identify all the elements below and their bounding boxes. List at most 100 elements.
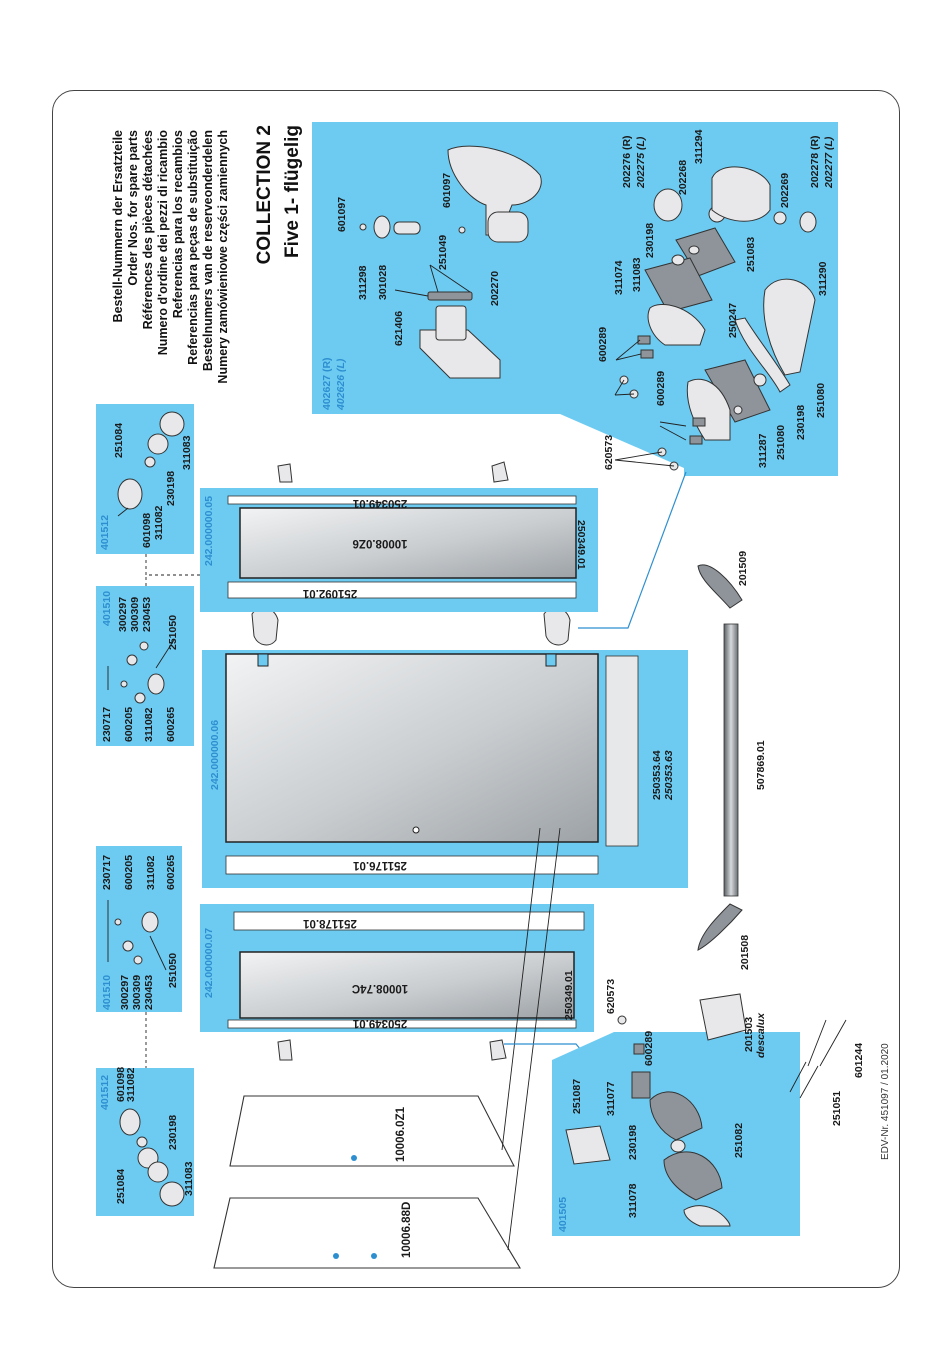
- label-601097-b: 601097: [441, 173, 453, 208]
- panel-06-code: 242.000000.06: [209, 720, 221, 790]
- wall-clips: [251, 461, 571, 1061]
- kit-401512-top-label-0: 251084: [113, 423, 125, 458]
- panel-06-seal: 251176.01: [353, 859, 407, 871]
- kit-401512-top-code: 401512: [99, 515, 111, 550]
- kit-401510-top-label-6: 311082: [143, 707, 155, 742]
- label-202277: 202277 (L): [823, 136, 835, 189]
- kit-401510-mid-label-1: 600205: [123, 855, 135, 890]
- panel-05-glass-label: 10008.0Z6: [353, 537, 408, 549]
- rail-label: 507869.01: [755, 740, 767, 790]
- end-cap-left: [697, 903, 743, 951]
- label-301028: 301028: [377, 265, 389, 300]
- kit-401512-bottom-code: 401512: [99, 1075, 111, 1110]
- kit-401510-mid-label-2: 311082: [145, 855, 157, 890]
- panel-05-seal-top: 250349.01: [352, 497, 407, 509]
- label-251080-a: 251080: [775, 425, 787, 460]
- header-line-7: Numery zamówieniowe części zamiennych: [216, 130, 230, 384]
- kit-401512-bottom-label-0: 601098: [115, 1067, 127, 1102]
- header-line-4: Referencias para los recambios: [171, 130, 185, 318]
- bottom-rail: [723, 623, 739, 897]
- label-202269: 202269: [779, 173, 791, 208]
- panel-07-seal-bottom: 250349.01: [352, 1017, 407, 1029]
- kit-401510-top-label-0: 300297: [117, 597, 129, 632]
- label-601097-a: 601097: [336, 197, 348, 232]
- hinge-code-l: 402626 (L): [335, 358, 347, 411]
- panel-07-glass-label: 10008.74C: [352, 982, 408, 994]
- page-frame: [52, 90, 900, 1288]
- panel-05-glass: [239, 507, 577, 579]
- label-620573: 620573: [603, 435, 615, 470]
- kit-401510-mid-label-5: 300309: [131, 975, 143, 1010]
- label-202268: 202268: [677, 160, 689, 195]
- kit-401505-code: 401505: [557, 1197, 569, 1232]
- kit-401510-mid-code: 401510: [101, 975, 113, 1010]
- kit-401510-mid-label-3: 600265: [165, 855, 177, 890]
- panel-06-profile-l: 250353.63: [663, 750, 675, 801]
- label-311074: 311074: [613, 260, 625, 295]
- kit-401505-logo: descalux: [755, 1012, 767, 1058]
- glass-sheet-b-label: 10006.88D: [401, 1202, 413, 1258]
- label-202275: 202275 (L): [635, 136, 647, 189]
- kit-401512-top-label-2: 311082: [153, 505, 165, 540]
- panel-05-seal-side: 250349.01: [575, 520, 587, 570]
- hinge-labels: 601097 311298 301028 601097 251049 62140…: [336, 129, 835, 470]
- kit-401505-label-201503: 201503: [743, 1017, 755, 1052]
- panel-05-seal-bottom: 251092.01: [302, 587, 357, 599]
- label-311290: 311290: [817, 261, 829, 296]
- hinge-parts-drawing: [359, 145, 817, 471]
- kit-401505-label-251051: 251051: [831, 1091, 843, 1126]
- kit-401510-top-label-1: 300309: [129, 597, 141, 632]
- kit-401512-top-label-1: 601098: [141, 513, 153, 548]
- kit-401512-bottom-label-4: 311083: [183, 1161, 195, 1196]
- kit-401505-label-601244: 601244: [853, 1043, 865, 1078]
- label-251083: 251083: [745, 237, 757, 272]
- page-title: COLLECTION 2: [254, 125, 275, 264]
- kit-401505-label-620573: 620573: [605, 979, 617, 1014]
- label-251049: 251049: [437, 235, 449, 270]
- panel-07-seal-top: 251178.01: [303, 917, 357, 929]
- label-621406: 621406: [393, 311, 405, 346]
- label-202270: 202270: [489, 271, 501, 306]
- header-line-2: Références des pièces détachées: [141, 130, 155, 329]
- label-230198-b: 230198: [795, 405, 807, 440]
- kit-401510-top-label-7: 600265: [165, 707, 177, 742]
- kit-401512-bottom-label-3: 251084: [115, 1169, 127, 1204]
- header-line-6: Bestelnumers van de reserveonderdelen: [201, 130, 215, 371]
- edv-number: EDV-Nr. 451097 / 01.2020: [880, 1043, 891, 1160]
- kit-401510-top-code: 401510: [101, 591, 113, 626]
- glass-sheet-b: [213, 1197, 521, 1269]
- kit-401510-top: [96, 586, 194, 746]
- kit-401505-label-230198: 230198: [627, 1125, 639, 1160]
- end-cap-left-label: 201508: [739, 935, 751, 970]
- panel-07-code: 242.000000.07: [203, 928, 215, 998]
- label-250247: 250247: [727, 303, 739, 338]
- kit-401505-label-311077: 311077: [605, 1081, 617, 1116]
- kit-401510-top-label-5: 600205: [123, 707, 135, 742]
- page-subtitle: Five 1- flügelig: [282, 125, 303, 258]
- kit-401510-top-label-2: 230453: [141, 597, 153, 632]
- kit-401512-top-label-4: 311083: [181, 435, 193, 470]
- label-600289-a: 600289: [597, 327, 609, 362]
- header-line-5: Referencias para peças de substituição: [186, 130, 200, 365]
- header-line-3: Numero d'ordine dei pezzi di ricambio: [156, 130, 170, 356]
- label-600289-b: 600289: [655, 371, 667, 406]
- hinge-code-r: 402627 (R): [321, 357, 333, 410]
- panel-07-seal-side: 250349.01: [563, 970, 575, 1020]
- kit-401510-mid-label-6: 230453: [143, 975, 155, 1010]
- kit-401510-mid-label-7: 251050: [167, 953, 179, 988]
- kit-401510-top-label-4: 230717: [101, 707, 113, 742]
- kit-401510-mid-label-0: 230717: [101, 855, 113, 890]
- label-251080-b: 251080: [815, 383, 827, 418]
- label-311083: 311083: [631, 257, 643, 292]
- label-311294: 311294: [693, 129, 705, 164]
- kit-401510-top-label-3: 251050: [167, 615, 179, 650]
- panel-06-glass: [225, 653, 599, 843]
- glass-sheet-a-label: 10006.0Z1: [395, 1106, 407, 1162]
- panel-07-glass: [239, 951, 575, 1019]
- kit-401510-mid-label-4: 300297: [119, 975, 131, 1010]
- end-cap-right-label: 201509: [737, 551, 749, 586]
- label-202278: 202278 (R): [809, 135, 821, 188]
- end-cap-right: [697, 564, 743, 609]
- kit-401505-label-251087: 251087: [571, 1079, 583, 1114]
